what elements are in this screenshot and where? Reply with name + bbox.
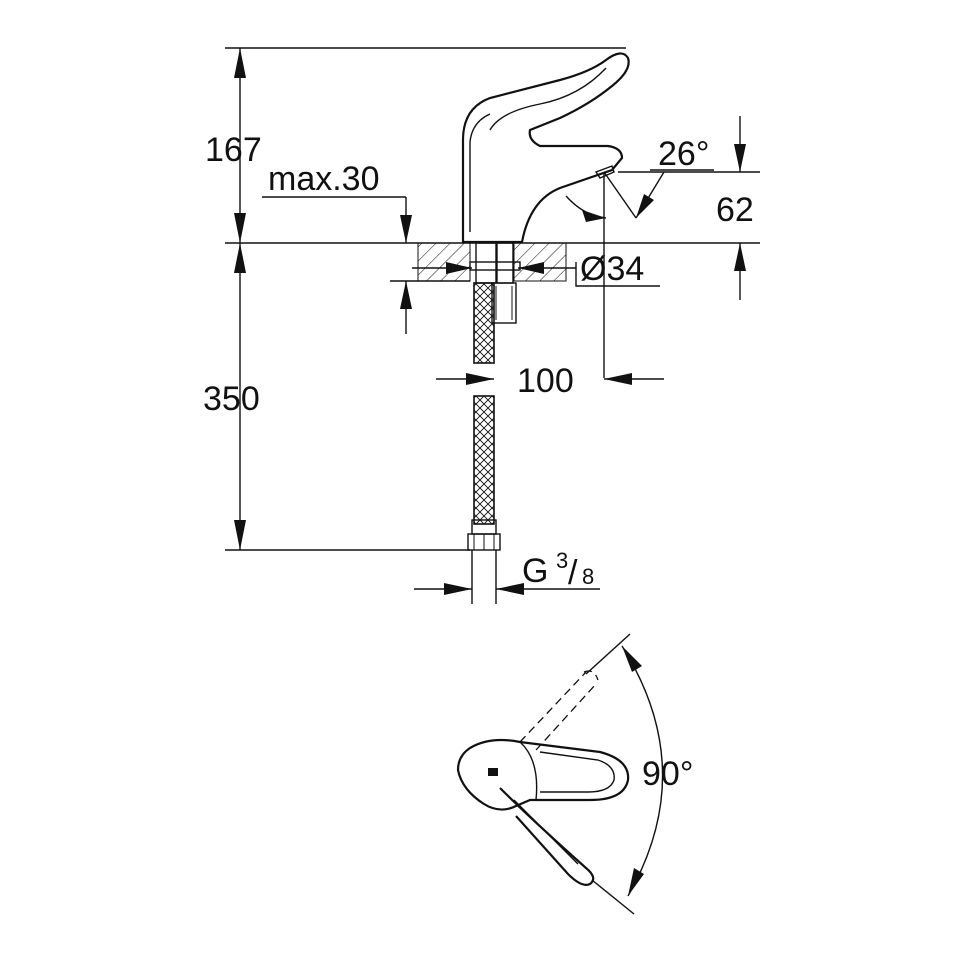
label-total-height: 167 — [205, 131, 262, 169]
shank-tube — [475, 242, 497, 284]
lever-inner-line — [489, 67, 607, 131]
top-view-lever-base — [519, 741, 538, 801]
faucet-side-view — [461, 52, 630, 244]
hatch-left — [417, 242, 471, 282]
dimension-diameter: Ø34 — [412, 250, 660, 288]
dimension-total-height: 167 — [205, 47, 626, 243]
top-view-body — [456, 738, 630, 811]
label-max-thickness: max.30 — [268, 160, 380, 198]
label-diameter: Ø34 — [580, 250, 644, 288]
spout-aerator — [594, 165, 615, 179]
label-spout-angle: 26° — [658, 135, 709, 173]
label-hose-length: 350 — [203, 380, 260, 418]
top-view-inner-spout — [539, 751, 615, 793]
dimension-hose-length: 350 — [203, 243, 470, 551]
faucet-top-view: 90° — [456, 633, 693, 915]
label-thread-slash: / — [568, 554, 578, 592]
faucet-body — [461, 52, 630, 244]
brand-logo-icon — [488, 768, 498, 776]
hatch-right — [513, 242, 567, 282]
label-lever-swing-angle: 90° — [642, 755, 693, 793]
label-thread-denominator: 8 — [582, 564, 594, 589]
body-highlight — [469, 113, 491, 232]
top-view-lever — [499, 787, 595, 886]
shank-bolt — [496, 242, 514, 284]
dimension-max-thickness: max.30 — [262, 160, 470, 334]
label-thread-numerator: 3 — [556, 548, 568, 573]
dimension-spout-height: 62 — [618, 116, 760, 300]
label-spout-reach: 100 — [517, 362, 574, 400]
hose-lower — [473, 395, 495, 525]
dimension-connection-thread: G 3 / 8 — [414, 548, 600, 595]
hose-upper — [473, 282, 495, 364]
swing-arc — [621, 645, 664, 897]
label-spout-height: 62 — [716, 191, 754, 229]
fixing-plate — [469, 261, 521, 271]
dimension-spout-reach: 100 — [436, 362, 664, 400]
dimension-spout-angle: 26° — [565, 135, 714, 378]
lever-ghost-line-1 — [519, 671, 587, 743]
label-thread-letter: G — [522, 552, 548, 590]
lever-ghost-line-2 — [535, 683, 597, 751]
braided-hose — [467, 282, 501, 604]
